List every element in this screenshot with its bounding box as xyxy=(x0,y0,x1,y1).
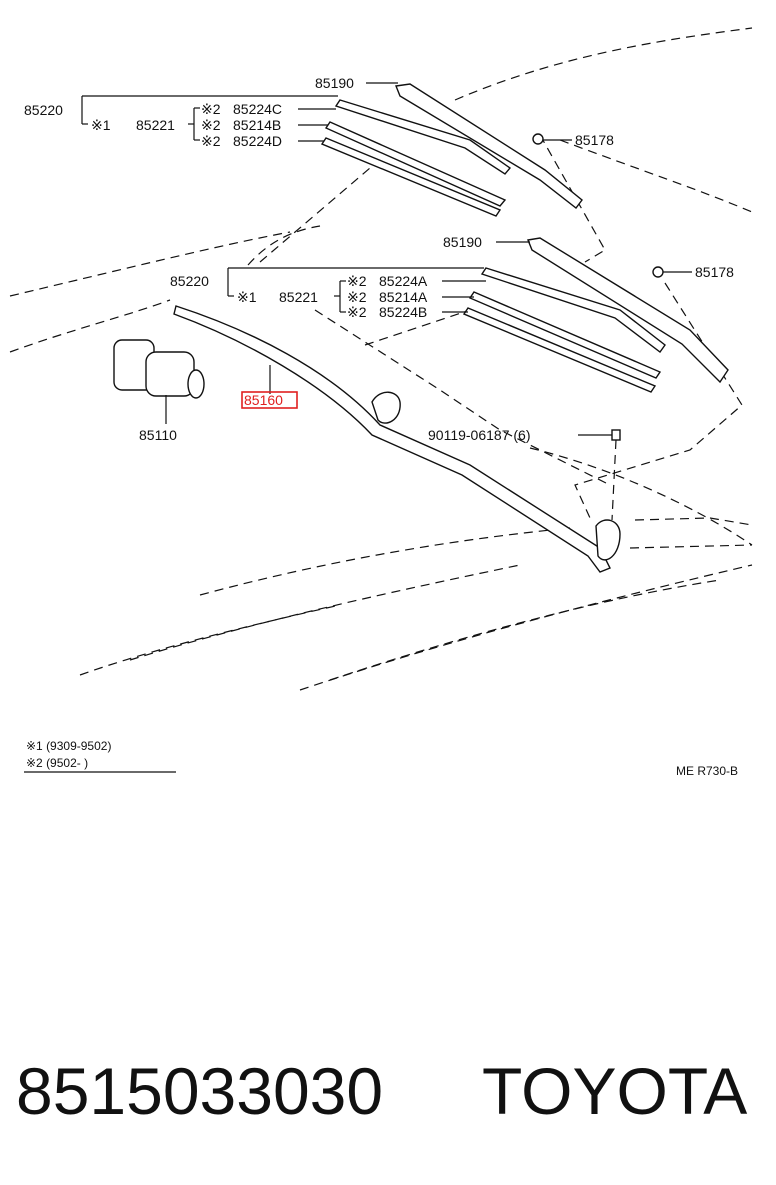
label-mark2-e: ※2 xyxy=(347,289,367,305)
label-mark2-b: ※2 xyxy=(201,117,221,133)
legend-row-2: ※2 (9502- ) xyxy=(26,756,88,770)
label-link-rod[interactable]: 85160 xyxy=(244,392,283,408)
label-blade-upper: 85220 xyxy=(24,102,63,118)
highlight-box xyxy=(241,391,298,409)
label-arm-upper: 85190 xyxy=(315,75,354,91)
link-rod xyxy=(173,305,621,573)
label-mark2-a: ※2 xyxy=(201,101,221,117)
wiper-motor xyxy=(113,339,205,399)
label-sub-upper: 85221 xyxy=(136,117,175,133)
label-mark1-upper: ※1 xyxy=(91,117,111,133)
label-sub-lower: 85221 xyxy=(279,289,318,305)
part-number: 8515033030 xyxy=(16,1054,383,1128)
label-rubber-b-lower: 85224B xyxy=(379,304,427,320)
label-rubber-b-upper: 85214B xyxy=(233,117,281,133)
label-rubber-a2: 85214A xyxy=(379,289,428,305)
vehicle-outline xyxy=(9,27,753,691)
wiper-arm-lower xyxy=(462,237,729,393)
label-arm-lower: 85190 xyxy=(443,234,482,250)
label-mark1-lower: ※1 xyxy=(237,289,257,305)
label-rubber-a: 85224A xyxy=(379,273,428,289)
label-motor: 85110 xyxy=(139,427,177,443)
label-mark2-c: ※2 xyxy=(201,133,221,149)
label-cap-upper: 85178 xyxy=(575,132,614,148)
legend-row-1: ※1 (9309-9502) xyxy=(26,739,111,753)
label-rubber-c: 85224C xyxy=(233,101,282,117)
brand-name: TOYOTA xyxy=(482,1054,747,1128)
wiper-arm-upper xyxy=(320,83,583,217)
label-mark2-d: ※2 xyxy=(347,273,367,289)
label-mark2-f: ※2 xyxy=(347,304,367,320)
diagram-code: ME R730-B xyxy=(676,764,738,778)
label-cap-lower: 85178 xyxy=(695,264,734,280)
label-bolt: 90119-06187 (6) xyxy=(428,427,530,443)
label-rubber-d: 85224D xyxy=(233,133,282,149)
label-blade-lower: 85220 xyxy=(170,273,209,289)
leader-lines xyxy=(24,82,692,773)
